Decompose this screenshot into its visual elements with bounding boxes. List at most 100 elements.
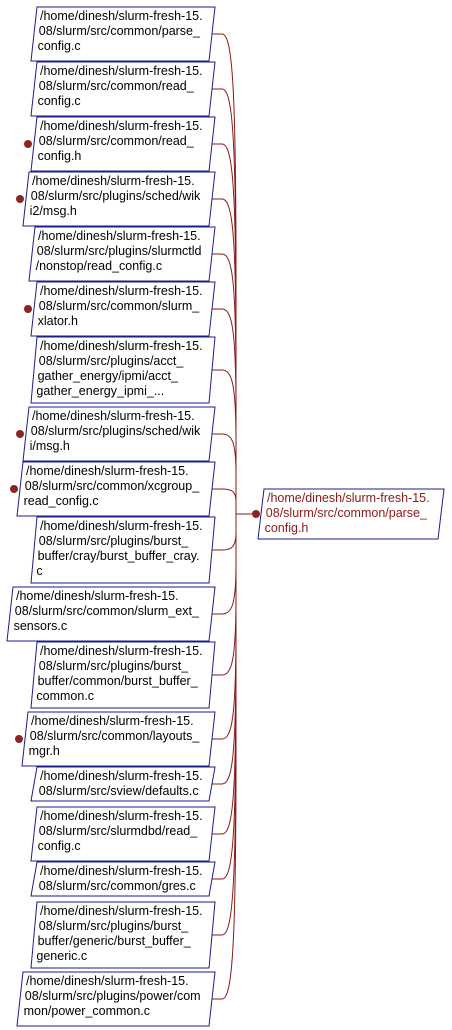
node-label-line: /home/dinesh/slurm-fresh-15.: [16, 589, 179, 603]
node-label-line: /nonstop/read_config.c: [36, 259, 162, 273]
edges: [212, 33, 256, 1000]
node-label-line: 08/slurm/src/plugins/burst_: [39, 534, 189, 548]
node-label-line: 08/slurm/src/common/parse_: [266, 506, 428, 520]
node-label-line: 08/slurm/src/common/layouts_: [30, 729, 201, 743]
node-label-line: /home/dinesh/slurm-fresh-15.: [40, 904, 203, 918]
node-label-line: 08/slurm/src/sview/defaults.c: [39, 784, 199, 798]
node-label-line: /home/dinesh/slurm-fresh-15.: [267, 491, 430, 505]
dependency-edge: [212, 433, 237, 514]
node-label-line: 08/slurm/src/common/read_: [39, 79, 195, 93]
node-box: [16, 461, 216, 517]
edge-endpoint-dot: [16, 430, 24, 438]
node-box: [30, 901, 216, 969]
node-label-line: i2/msg.h: [30, 204, 77, 218]
dependency-edge: [212, 514, 237, 615]
source-file-node[interactable]: /home/dinesh/slurm-fresh-15.08/slurm/src…: [10, 461, 216, 517]
dependency-edge: [212, 514, 237, 740]
node-label-line: /home/dinesh/slurm-fresh-15.: [32, 174, 195, 188]
node-label-line: /home/dinesh/slurm-fresh-15.: [40, 119, 203, 133]
node-box: [257, 488, 445, 540]
dependency-edge: [212, 514, 237, 1000]
edge-endpoint-dot: [10, 485, 18, 493]
node-label-line: buffer/common/burst_buffer_: [38, 674, 199, 688]
node-box: [22, 406, 216, 462]
source-file-node[interactable]: /home/dinesh/slurm-fresh-15.08/slurm/src…: [30, 6, 216, 62]
source-file-node[interactable]: /home/dinesh/slurm-fresh-15.08/slurm/src…: [30, 641, 216, 709]
node-label-line: 08/slurm/src/plugins/sched/wik: [31, 424, 201, 438]
node-label-line: read_config.c: [24, 494, 99, 508]
source-file-node[interactable]: /home/dinesh/slurm-fresh-15.08/slurm/src…: [16, 171, 216, 227]
dependency-edge: [212, 514, 237, 835]
node-box: [30, 336, 216, 404]
dependency-edge: [212, 514, 237, 551]
source-file-node[interactable]: /home/dinesh/slurm-fresh-15.08/slurm/src…: [16, 406, 216, 462]
node-label-line: xlator.h: [38, 314, 78, 328]
source-file-node[interactable]: /home/dinesh/slurm-fresh-15.08/slurm/src…: [30, 901, 216, 969]
node-label-line: buffer/generic/burst_buffer_: [38, 934, 192, 948]
node-label-line: /home/dinesh/slurm-fresh-15.: [40, 644, 203, 658]
node-box: [16, 971, 216, 1027]
node-label-line: /home/dinesh/slurm-fresh-15.: [40, 284, 203, 298]
node-label-line: 08/slurm/src/common/gres.c: [39, 879, 196, 893]
node-label-line: /home/dinesh/slurm-fresh-15.: [32, 409, 195, 423]
source-file-node[interactable]: /home/dinesh/slurm-fresh-15.08/slurm/src…: [6, 586, 216, 642]
node-label-line: 08/slurm/src/common/xcgroup_: [25, 479, 200, 493]
node-box: [30, 516, 216, 584]
dependency-edge: [212, 514, 237, 880]
node-label-line: 08/slurm/src/common/slurm_ext_: [15, 604, 200, 618]
source-file-node[interactable]: /home/dinesh/slurm-fresh-15.08/slurm/src…: [30, 766, 216, 802]
node-label-line: common.c: [36, 689, 94, 703]
target-node[interactable]: /home/dinesh/slurm-fresh-15.08/slurm/src…: [257, 488, 445, 540]
node-label-line: gather_energy_ipmi_...: [36, 384, 164, 398]
node-box: [30, 116, 216, 172]
node-label-line: /home/dinesh/slurm-fresh-15.: [40, 9, 203, 23]
source-file-node[interactable]: /home/dinesh/slurm-fresh-15.08/slurm/src…: [24, 281, 216, 337]
node-label-line: buffer/cray/burst_buffer_cray.: [38, 549, 200, 563]
source-file-node[interactable]: /home/dinesh/slurm-fresh-15.08/slurm/src…: [24, 116, 216, 172]
source-file-node[interactable]: /home/dinesh/slurm-fresh-15.08/slurm/src…: [30, 806, 216, 862]
node-box: [22, 171, 216, 227]
source-file-node[interactable]: /home/dinesh/slurm-fresh-15.08/slurm/src…: [16, 971, 216, 1027]
node-label-line: 08/slurm/src/plugins/burst_: [39, 659, 189, 673]
node-box: [30, 61, 216, 117]
node-box: [30, 281, 216, 337]
node-label-line: /home/dinesh/slurm-fresh-15.: [31, 714, 194, 728]
node-label-line: i/msg.h: [30, 439, 70, 453]
nodes: /home/dinesh/slurm-fresh-15.08/slurm/src…: [6, 6, 445, 1027]
node-box: [28, 226, 216, 282]
node-label-line: 08/slurm/src/slurmdbd/read_: [39, 824, 198, 838]
source-file-node[interactable]: /home/dinesh/slurm-fresh-15.08/slurm/src…: [30, 61, 216, 117]
node-box: [21, 711, 216, 767]
source-file-node[interactable]: /home/dinesh/slurm-fresh-15.08/slurm/src…: [30, 516, 216, 584]
source-file-node[interactable]: /home/dinesh/slurm-fresh-15.08/slurm/src…: [28, 226, 216, 282]
dependency-edge: [212, 514, 237, 785]
node-label-line: /home/dinesh/slurm-fresh-15.: [38, 229, 201, 243]
node-label-line: mon/power_common.c: [24, 1004, 150, 1018]
dependency-edge: [212, 253, 237, 514]
dependency-edge: [212, 308, 237, 514]
node-label-line: /home/dinesh/slurm-fresh-15.: [26, 974, 189, 988]
node-label-line: 08/slurm/src/common/parse_: [39, 24, 201, 38]
dependency-edge: [212, 514, 237, 676]
target-arrow-dot: [252, 510, 260, 518]
source-file-node[interactable]: /home/dinesh/slurm-fresh-15.08/slurm/src…: [30, 336, 216, 404]
edge-endpoint-dot: [16, 195, 24, 203]
node-label-line: 08/slurm/src/plugins/power/com: [25, 989, 201, 1003]
node-label-line: config.h: [265, 521, 309, 535]
node-label-line: 08/slurm/src/plugins/sched/wik: [31, 189, 201, 203]
node-label-line: c: [36, 564, 42, 578]
edge-endpoint-dot: [24, 140, 32, 148]
node-label-line: config.c: [38, 39, 81, 53]
node-label-line: sensors.c: [14, 619, 68, 633]
node-label-line: /home/dinesh/slurm-fresh-15.: [40, 769, 203, 783]
dependency-edge: [212, 488, 237, 514]
source-file-node[interactable]: /home/dinesh/slurm-fresh-15.08/slurm/src…: [15, 711, 216, 767]
dependency-edge: [212, 369, 237, 514]
node-label-line: /home/dinesh/slurm-fresh-15.: [40, 809, 203, 823]
source-file-node[interactable]: /home/dinesh/slurm-fresh-15.08/slurm/src…: [30, 861, 216, 897]
node-label-line: /home/dinesh/slurm-fresh-15.: [26, 464, 189, 478]
dependency-edge: [212, 198, 237, 514]
node-box: [30, 6, 216, 62]
dependency-edge: [212, 88, 237, 514]
node-label-line: 08/slurm/src/common/read_: [39, 134, 195, 148]
